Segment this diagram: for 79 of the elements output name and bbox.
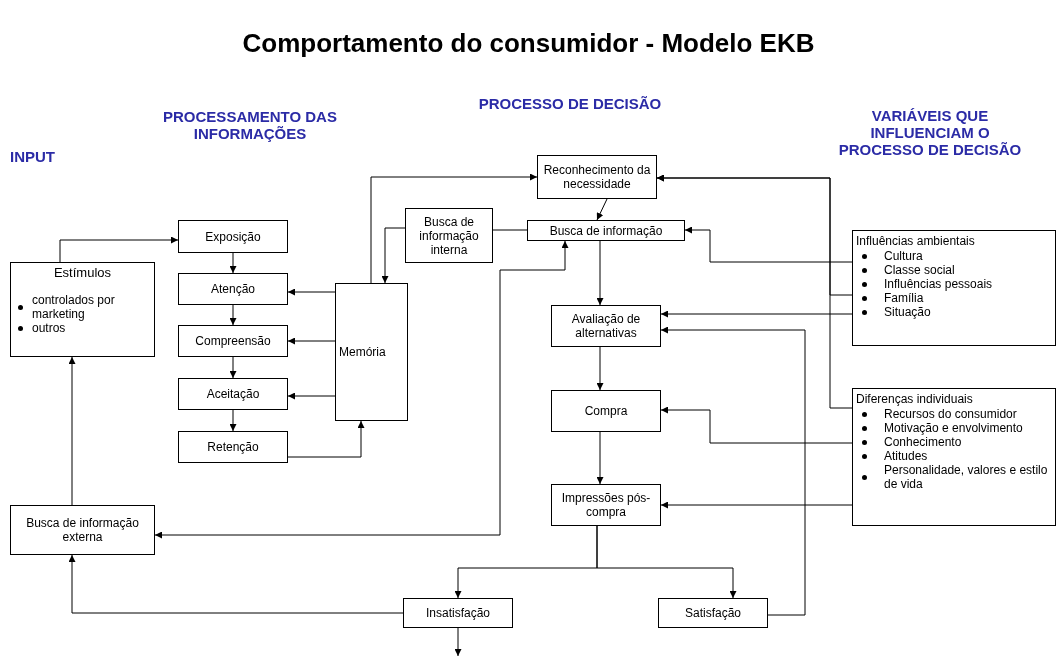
arrow	[656, 174, 853, 409]
arrow	[370, 173, 538, 284]
process-box	[178, 325, 288, 357]
process-box	[178, 273, 288, 305]
list-item: Situação	[884, 305, 931, 319]
box-label: Busca de informação interna	[418, 214, 480, 257]
arrow	[660, 326, 806, 616]
column-heading: VARIÁVEIS QUE INFLUENCIAM O PROCESSO DE DECISÃO	[837, 107, 1023, 158]
list-item: Atitudes	[884, 449, 928, 463]
arrow	[229, 356, 237, 379]
process-box	[551, 305, 661, 347]
arrow	[660, 310, 853, 318]
arrow	[596, 431, 604, 485]
list-item: Personalidade, valores e estilo de vida	[884, 463, 1049, 491]
box-label: Busca de informação externa	[25, 516, 140, 544]
arrow	[68, 356, 76, 506]
box-label: Aceitação	[206, 387, 260, 401]
arrow	[381, 227, 406, 284]
arrow	[454, 627, 462, 657]
column-heading: INPUT	[10, 148, 56, 165]
diagram-title: Comportamento do consumidor - Modelo EKB	[241, 28, 816, 59]
list-item: outros	[32, 321, 66, 335]
box-label: Memória	[339, 345, 386, 359]
arrow	[596, 198, 608, 221]
process-box	[178, 220, 288, 253]
arrow	[68, 554, 404, 614]
box-label: Compra	[584, 404, 628, 418]
box-label: Compreensão	[195, 334, 271, 348]
process-box	[405, 208, 493, 263]
process-box	[178, 378, 288, 410]
process-box	[658, 598, 768, 628]
box-heading: Estímulos	[52, 266, 113, 280]
box-label: Reconhecimento da necessidade	[542, 163, 652, 191]
box-label: Exposição	[205, 229, 261, 244]
list-box	[852, 230, 1056, 346]
process-box	[551, 390, 661, 432]
arrow	[596, 240, 604, 306]
box-label: Retenção	[207, 440, 259, 454]
box-label: Busca de informação	[549, 223, 663, 238]
arrow	[660, 406, 853, 444]
process-box	[10, 505, 155, 555]
arrow	[684, 226, 853, 263]
arrow	[229, 304, 237, 326]
list-item: Família	[884, 291, 924, 305]
arrow	[229, 409, 237, 432]
box-heading: Diferenças individuais	[856, 392, 973, 406]
list-item: Influências pessoais	[884, 277, 993, 291]
arrow	[660, 501, 853, 509]
process-box	[537, 155, 657, 199]
list-box	[852, 388, 1056, 526]
box-label: Impressões pós-compra	[560, 491, 652, 519]
list-item: Conhecimento	[884, 435, 962, 449]
list-box	[10, 262, 155, 357]
box-label: Avaliação de alternativas	[570, 312, 642, 340]
box-label: Satisfação	[684, 606, 741, 620]
column-heading: PROCESSO DE DECISÃO	[477, 95, 663, 112]
arrow	[287, 288, 336, 296]
list-item: Recursos do consumidor	[884, 407, 1017, 421]
process-box	[527, 220, 685, 241]
arrow	[59, 236, 179, 263]
box-label: Insatisfação	[425, 606, 490, 620]
process-box	[551, 484, 661, 526]
arrow	[596, 525, 737, 599]
arrow	[154, 240, 569, 539]
list-item: Motivação e envolvimento	[884, 421, 1023, 435]
box-heading: Influências ambientais	[856, 234, 975, 248]
arrow	[287, 392, 336, 400]
arrow	[596, 346, 604, 391]
box-label: Atenção	[210, 282, 255, 296]
process-box	[178, 431, 288, 463]
connector-line	[492, 229, 528, 231]
list-item: Cultura	[884, 249, 923, 263]
arrow	[287, 420, 365, 458]
process-box	[403, 598, 513, 628]
arrow	[287, 337, 336, 345]
process-box	[335, 283, 408, 421]
list-item: Classe social	[884, 263, 955, 277]
arrow	[229, 252, 237, 274]
column-heading: PROCESSAMENTO DAS INFORMAÇÕES	[162, 108, 338, 142]
